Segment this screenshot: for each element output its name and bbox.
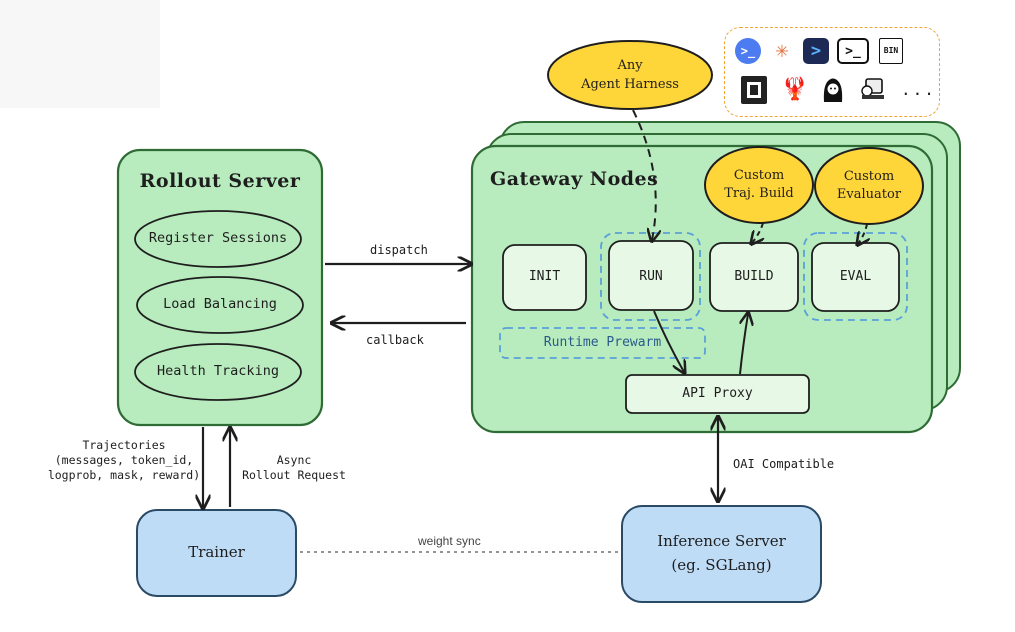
init-label: INIT (528, 269, 561, 284)
custom-evaluator-bubble (814, 147, 924, 225)
gateway-nodes-title: Gateway Nodes (490, 168, 659, 190)
inference-server-line-2: (eg. SGLang) (671, 556, 772, 574)
harness-line-1: Any (617, 58, 643, 73)
async-line-1: Async (276, 453, 312, 467)
weight-sync-label: weight sync (418, 534, 481, 548)
robot-laptop-icon (857, 76, 887, 104)
gateway-node-front (470, 144, 934, 434)
build-label: BUILD (734, 269, 774, 284)
trainer-box (136, 509, 297, 597)
evaluator-line-2: Evaluator (836, 187, 902, 202)
proxy-to-build-arrow (739, 314, 748, 375)
runtime-prewarm-label: Runtime Prewarm (543, 335, 662, 350)
runtime-prewarm-box (499, 327, 706, 359)
run-to-proxy-arrow (653, 310, 684, 372)
trajbuild-to-build-arrow (752, 222, 763, 243)
health-tracking-pill (134, 343, 302, 401)
traj-build-line-1: Custom (733, 168, 785, 183)
blue-terminal-icon: >_ (735, 38, 761, 64)
evaluator-line-1: Custom (843, 169, 895, 184)
dispatch-label: dispatch (370, 243, 428, 257)
harness-to-run-arrow (632, 109, 656, 240)
inference-server-line-1: Inference Server (657, 532, 786, 550)
orange-starburst-icon: ✳ (775, 38, 789, 63)
health-tracking-label: Health Tracking (157, 363, 279, 379)
terminal-prompt-icon: >_ (837, 38, 869, 64)
init-box (502, 244, 587, 311)
oai-compatible-label: OAI Compatible (733, 457, 835, 471)
rollout-server-title: Rollout Server (139, 170, 301, 192)
api-proxy-label: API Proxy (682, 386, 753, 401)
load-balancing-label: Load Balancing (163, 296, 277, 312)
register-sessions-label: Register Sessions (148, 230, 288, 246)
load-balancing-pill (136, 276, 304, 334)
api-proxy-box (625, 374, 810, 414)
evaluator-to-eval-arrow (858, 223, 867, 244)
top-left-shade (0, 0, 160, 108)
blue-chevron-icon: > (803, 38, 829, 64)
traj-build-line-2: Traj. Build (724, 186, 794, 201)
girl-avatar-icon (819, 76, 847, 104)
custom-traj-build-bubble (704, 146, 814, 224)
bin-file-icon: BIN (879, 38, 903, 64)
trajectories-line-3: logprob, mask, reward) (47, 468, 201, 482)
inference-server-box (621, 505, 822, 603)
run-dashed-group (600, 232, 701, 321)
red-lobster-icon: 🦞 (781, 77, 809, 102)
black-frame-icon (741, 76, 767, 104)
callback-label: callback (366, 333, 424, 347)
icons-ellipsis: ... (901, 80, 936, 99)
harness-line-2: Agent Harness (581, 77, 679, 92)
harness-icon-tray: >_ ✳ > >_ BIN 🦞 ... (724, 27, 940, 117)
run-label: RUN (639, 269, 663, 284)
register-sessions-pill (134, 210, 302, 268)
eval-label: EVAL (839, 269, 872, 284)
async-line-2: Rollout Request (242, 468, 346, 482)
trajectories-line-1: Trajectories (82, 438, 166, 452)
agent-harness-bubble (547, 40, 713, 110)
trajectories-line-2: (messages, token_id, (54, 453, 194, 467)
trainer-label: Trainer (188, 543, 245, 561)
